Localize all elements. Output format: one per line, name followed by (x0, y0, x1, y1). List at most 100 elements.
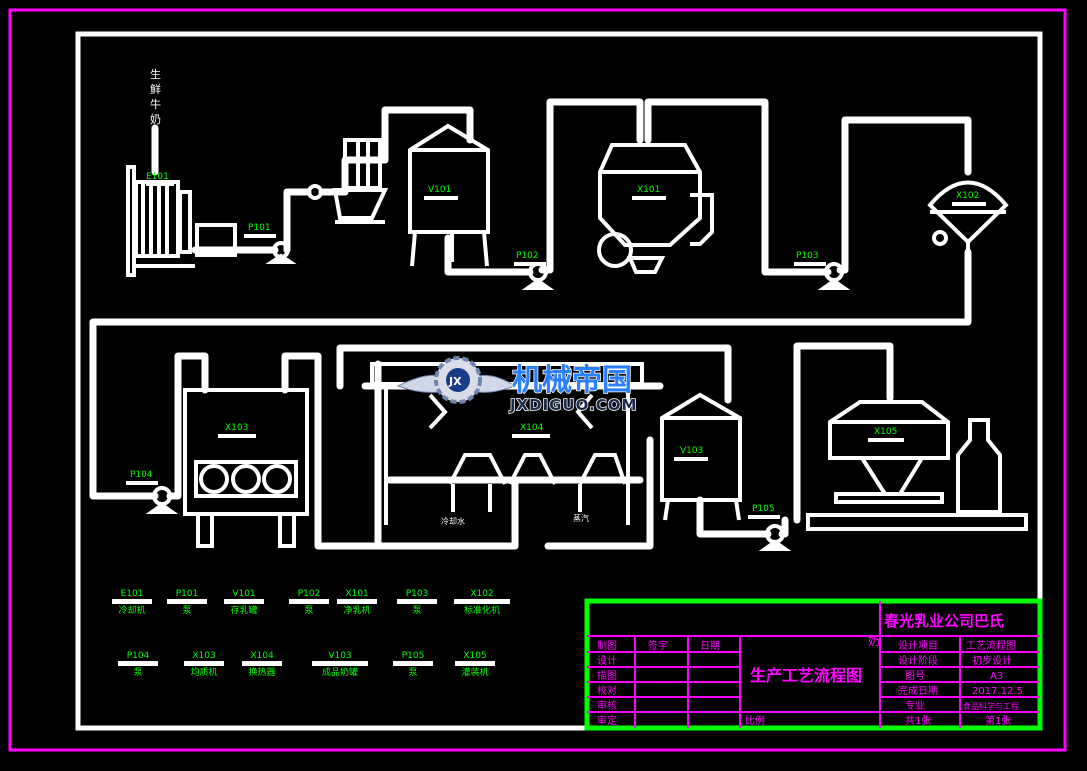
tag-p104: P104 (130, 470, 153, 480)
legend-underline (224, 599, 264, 604)
outlet-cooling-water: 冷却水 (441, 516, 465, 526)
pipe-x104-loop-top (336, 344, 732, 404)
row-reviewer: 审核 (597, 699, 617, 712)
tag-x103: X103 (225, 423, 248, 433)
drawing-frame (75, 31, 1043, 731)
legend-underline (454, 599, 510, 604)
product-tank-v103 (660, 392, 742, 521)
value-drawing-no: A3 (990, 671, 1003, 682)
pipe-x102-to-p104 (89, 248, 972, 500)
tag-p101: P101 (248, 223, 271, 233)
legend-name: 泵 (182, 605, 191, 616)
tag-v103: V103 (680, 446, 703, 456)
legend-name: 冷却机 (118, 604, 145, 616)
value-major: 食品科学与工程 (963, 701, 1019, 711)
pump-p103 (817, 262, 851, 290)
watermark-url: JXDIGUO.COM (509, 396, 637, 414)
source-char-4: 奶 (150, 112, 161, 126)
legend-underline (118, 661, 158, 666)
pipe-x103-to-x104 (281, 352, 382, 550)
row-designer: 设计 (597, 654, 617, 667)
tag-x102: X102 (956, 191, 979, 201)
title-block: 春光乳业公司巴氏 奶 生产工艺流程图 签字 日期 制图 设计 描图 校对 审核 … (584, 598, 1043, 731)
standardizer-x102 (927, 180, 1009, 256)
legend-code: E101 (121, 589, 144, 599)
value-project: 工艺流程图 (966, 639, 1016, 652)
header-signature: 签字 (648, 639, 668, 652)
label-drawing-no: 图号 (905, 670, 925, 682)
legend-underline (393, 661, 433, 666)
tag-p102: P102 (516, 251, 539, 261)
watermark-brand: 机械帝国 (512, 363, 632, 398)
pipe-v101-to-p102 (444, 98, 644, 276)
tag-v101: V101 (428, 185, 451, 195)
value-completion-date: 2017.12.5 (972, 686, 1023, 697)
pipe-network (89, 98, 972, 550)
legend-underline (397, 599, 437, 604)
source-char-1: 生 (150, 67, 161, 81)
tag-p103: P103 (796, 251, 819, 261)
label-project: 设计项目 (898, 639, 938, 652)
pipe-x101-to-p103 (644, 98, 972, 276)
value-stage: 初步设计 (972, 654, 1012, 667)
legend-underline (337, 599, 377, 604)
separator-x101 (597, 143, 714, 274)
legend-code: V103 (328, 651, 351, 661)
legend-code: X103 (192, 651, 215, 661)
pipe-p104-to-x103 (166, 352, 209, 500)
source-char-3: 牛 (150, 97, 161, 111)
legend-name: 标准化机 (464, 604, 500, 616)
row-drafter: 制图 (597, 639, 617, 652)
legend-name: 泵 (408, 667, 417, 678)
label-stage: 设计阶段 (898, 654, 938, 667)
tag-x105: X105 (874, 427, 897, 437)
legend-name: 成品奶罐 (322, 666, 358, 678)
legend-code: X102 (470, 589, 493, 599)
legend-code: X101 (345, 589, 368, 599)
source-char-2: 鲜 (150, 82, 161, 96)
outer-frame (8, 8, 1067, 752)
label-major: 专业 (905, 699, 925, 712)
sheet-number: 第1张 (985, 714, 1011, 727)
row-tracer: 描图 (597, 669, 617, 682)
legend-name: 泵 (133, 667, 142, 678)
pump-p105 (758, 524, 792, 551)
outlet-steam: 蒸汽 (573, 513, 589, 523)
legend-name: 净乳机 (343, 604, 370, 616)
storage-tank-v101 (408, 123, 490, 267)
company-name: 春光乳业公司巴氏 (884, 612, 1004, 630)
legend-name: 泵 (304, 605, 313, 616)
legend-underline (312, 661, 368, 666)
pump-p101 (265, 184, 323, 264)
drawing-title: 生产工艺流程图 (750, 666, 862, 685)
pump-p102 (521, 262, 555, 290)
legend-code: P104 (127, 651, 150, 661)
cooler-e101 (126, 165, 237, 277)
equipment-legend: E101冷却机P101泵V101存乳罐P102泵X101净乳机P103泵X102… (112, 589, 510, 678)
row-approver: 审定 (597, 714, 617, 727)
pump-p104 (145, 486, 179, 514)
pipe-cooler-to-p101 (191, 188, 312, 254)
legend-name: 换热器 (248, 666, 275, 678)
watermark-logo-letters: JX (448, 375, 462, 388)
legend-code: X105 (463, 651, 486, 661)
tag-x101: X101 (637, 185, 660, 195)
legend-code: V101 (232, 589, 255, 599)
pipe-x104-bottom (386, 436, 654, 550)
label-completion-date: 完成日期 (898, 684, 938, 697)
tag-x104: X104 (520, 423, 544, 433)
homogenizer-x103 (183, 388, 309, 548)
legend-underline (112, 599, 152, 604)
legend-code: P105 (402, 651, 425, 661)
legend-name: 灌装机 (461, 666, 488, 678)
watermark: JX 机械帝国 JXDIGUO.COM (396, 356, 637, 415)
filter-unit (332, 138, 389, 224)
legend-name: 泵 (412, 605, 421, 616)
legend-underline (455, 661, 495, 666)
scale-label: 比例 (745, 714, 765, 727)
tag-underlines (126, 182, 986, 519)
legend-code: X104 (250, 651, 274, 661)
sheet-total: 共1张 (905, 715, 931, 727)
